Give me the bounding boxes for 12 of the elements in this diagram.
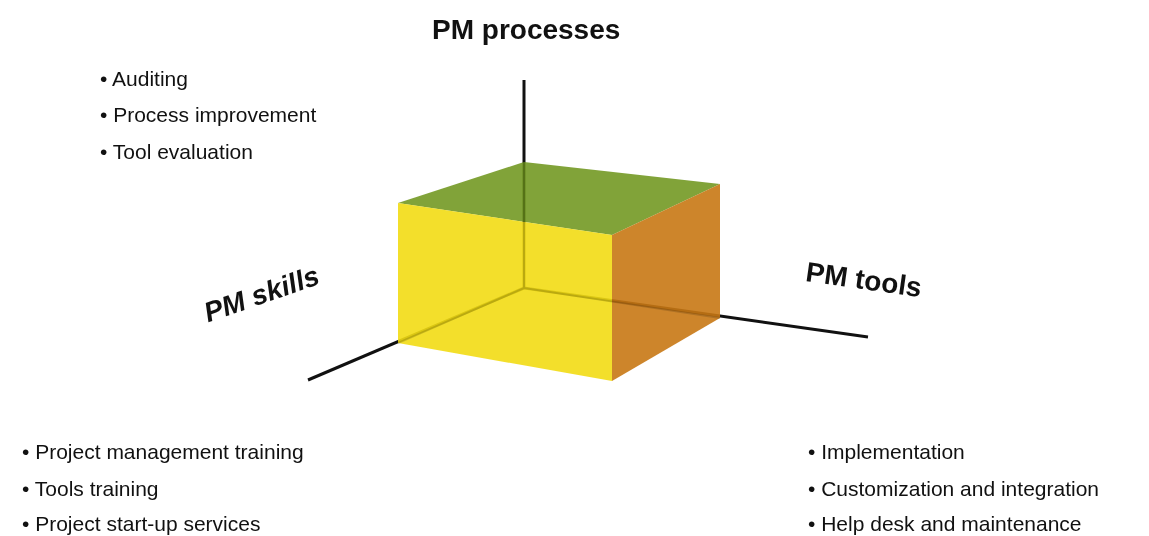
- bullet-item: • Implementation: [808, 441, 965, 462]
- bullet-item: • Project management training: [22, 441, 304, 462]
- bullet-item: • Auditing: [100, 68, 188, 89]
- bullet-item: • Help desk and maintenance: [808, 513, 1082, 534]
- bullet-item: • Customization and integration: [808, 478, 1100, 499]
- axis-title: PM tools: [804, 258, 924, 303]
- axis-title: PM processes: [432, 16, 621, 44]
- bullet-item: • Process improvement: [100, 104, 317, 125]
- bullet-item: • Tool evaluation: [100, 141, 253, 162]
- axis-title: PM skills: [200, 261, 323, 328]
- bullet-item: • Tools training: [22, 478, 159, 499]
- bullet-item: • Project start-up services: [22, 513, 261, 534]
